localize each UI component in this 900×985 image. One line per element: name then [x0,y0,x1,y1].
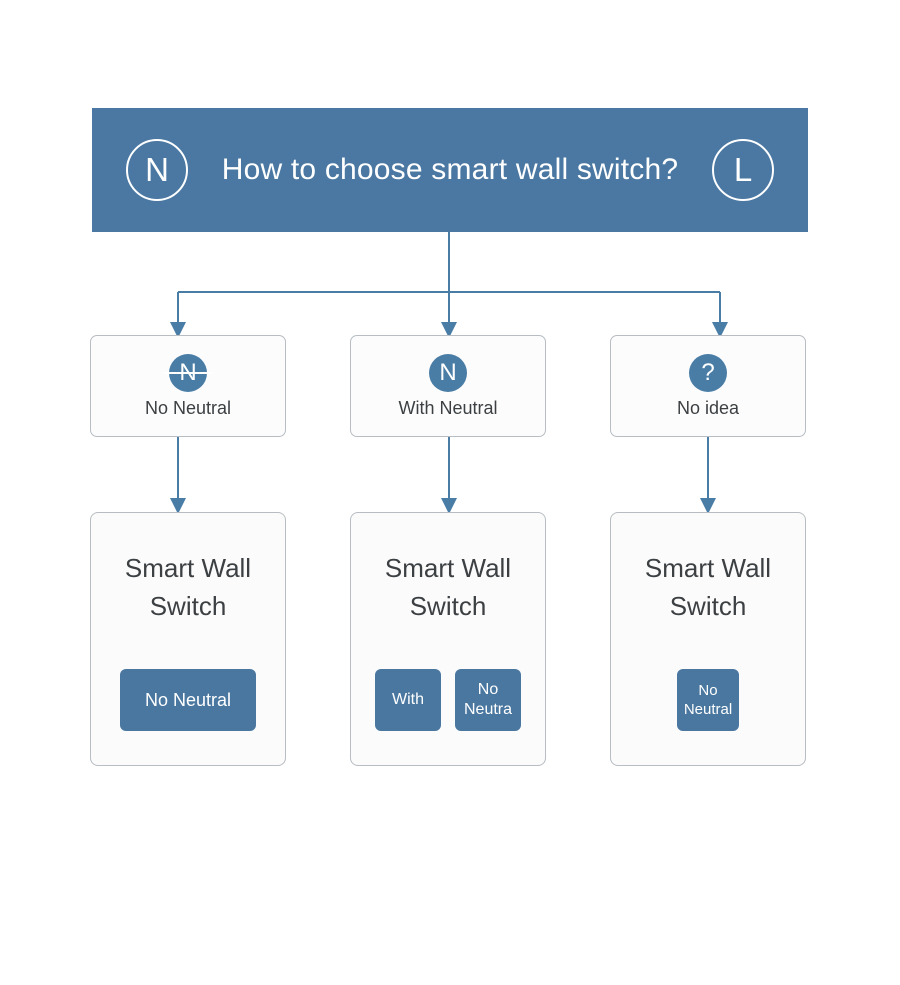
option-label: No Neutral [144,397,232,418]
product-button-no-neutral[interactable]: No Neutral [120,669,256,731]
product-button-with[interactable]: With [375,669,441,731]
option-box-with-neutral[interactable]: N With Neutral [350,335,546,437]
product-button-no-neutral[interactable]: No Neutral [677,669,739,731]
with-neutral-icon: N [429,353,467,392]
result-card-buttons: No Neutral [677,669,739,731]
page-title: How to choose smart wall switch? [221,153,679,186]
no-neutral-icon: N [164,353,212,392]
result-card-title: Smart Wall Switch [644,553,772,621]
result-card-with-neutral: Smart Wall Switch With No Neutra [350,512,546,766]
option-label: With Neutral [398,397,498,418]
result-card-no-neutral: Smart Wall Switch No Neutral [90,512,286,766]
result-card-no-idea: Smart Wall Switch No Neutral [610,512,806,766]
option-box-no-idea[interactable]: ? No idea [610,335,806,437]
product-button-no-neutral[interactable]: No Neutra [455,669,521,731]
question-mark-icon: ? [689,353,727,392]
live-wire-badge-icon: L [712,139,774,201]
result-card-title: Smart Wall Switch [384,553,512,621]
option-label: No idea [676,397,740,418]
result-card-buttons: No Neutral [120,669,256,731]
result-card-buttons: With No Neutra [375,669,521,731]
result-card-title: Smart Wall Switch [124,553,252,621]
option-box-no-neutral[interactable]: N No Neutral [90,335,286,437]
neutral-wire-badge-icon: N [126,139,188,201]
header-banner: N How to choose smart wall switch? L [92,108,808,232]
